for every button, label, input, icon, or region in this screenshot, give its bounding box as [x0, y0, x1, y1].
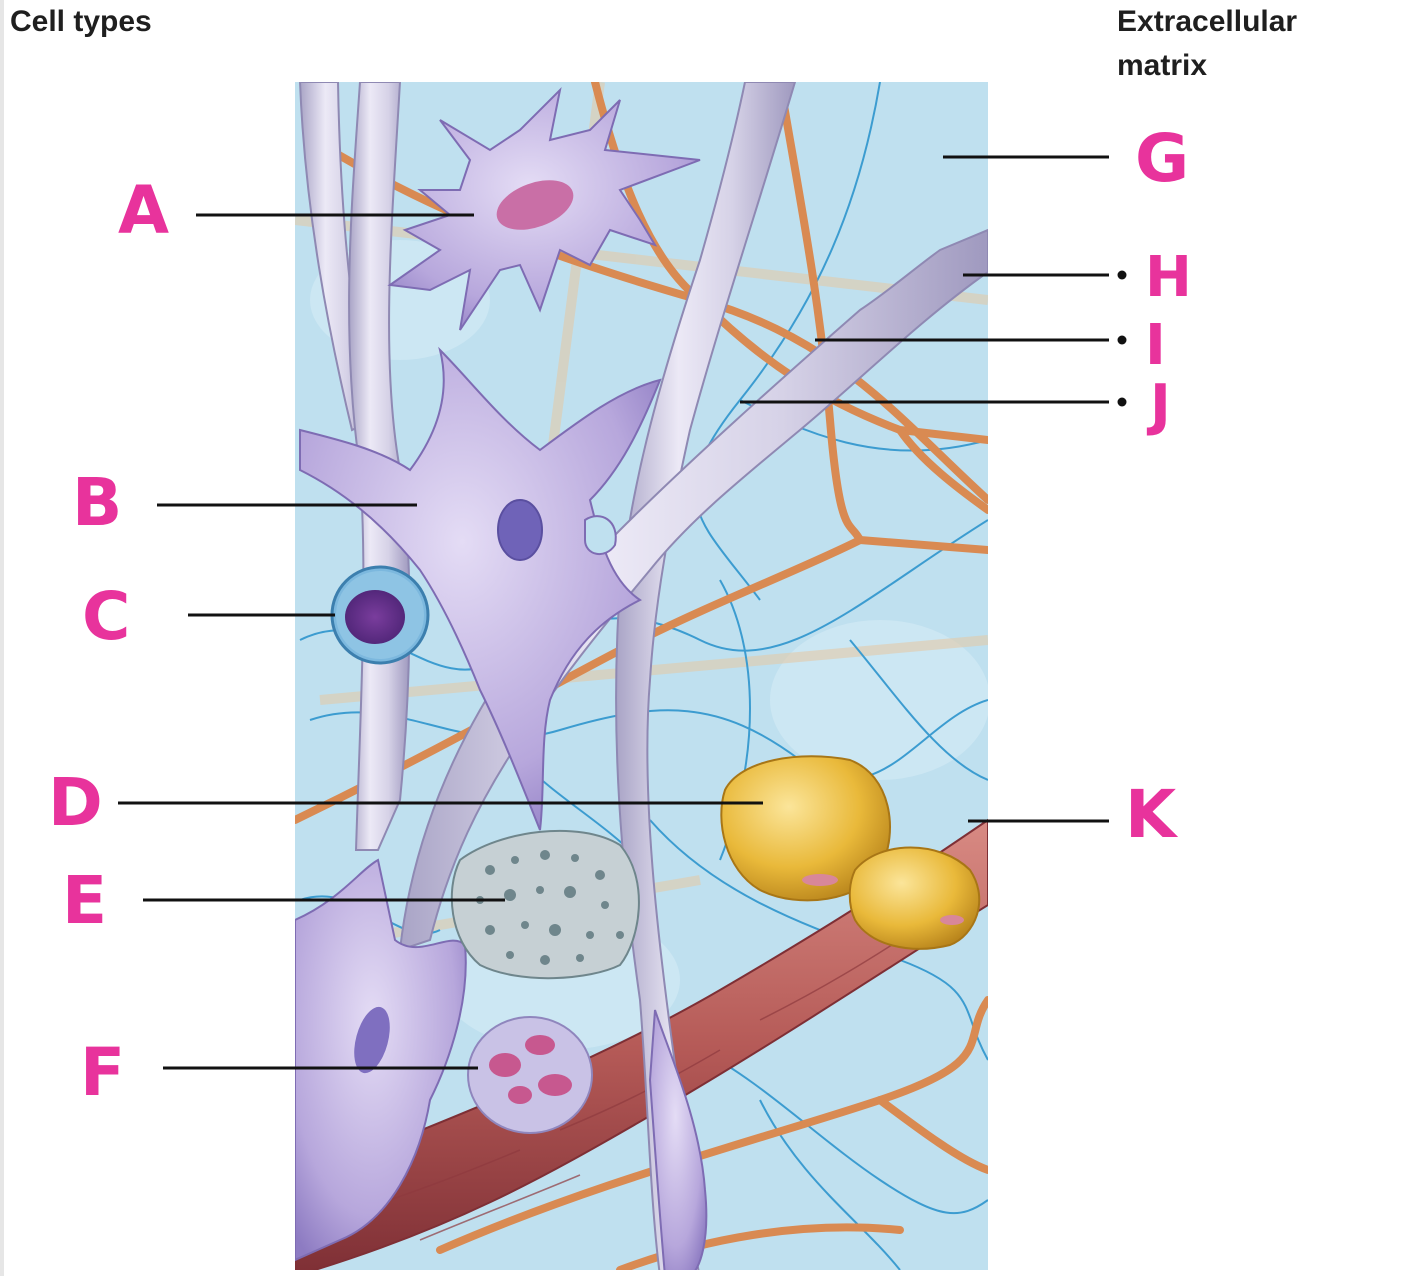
dot-I	[1117, 335, 1127, 345]
label-I: I	[1145, 313, 1166, 378]
plasma-cell	[330, 565, 430, 665]
label-A: A	[118, 172, 170, 249]
label-C: C	[82, 578, 131, 655]
label-B: B	[72, 464, 123, 541]
label-F: F	[80, 1034, 126, 1111]
leader-lines	[118, 155, 1127, 1070]
mast-cell	[450, 829, 640, 980]
label-K: K	[1125, 776, 1177, 853]
neutrophil	[467, 1016, 593, 1134]
label-E: E	[62, 862, 108, 939]
fibroblast-lower-right	[648, 1009, 708, 1270]
label-G: G	[1135, 120, 1190, 197]
label-H: H	[1145, 245, 1192, 310]
heading-extracellular-matrix: Extracellular matrix	[1117, 5, 1298, 82]
dot-J	[1117, 397, 1127, 407]
page-left-edge	[0, 0, 4, 1276]
label-J: J	[1150, 373, 1171, 438]
heading-cell-types: Cell types	[10, 5, 152, 38]
tissue-illustration	[295, 82, 988, 1270]
adipocytes	[720, 755, 981, 950]
label-D: D	[48, 764, 103, 841]
fibroblast	[299, 346, 662, 831]
dot-H	[1117, 270, 1127, 280]
